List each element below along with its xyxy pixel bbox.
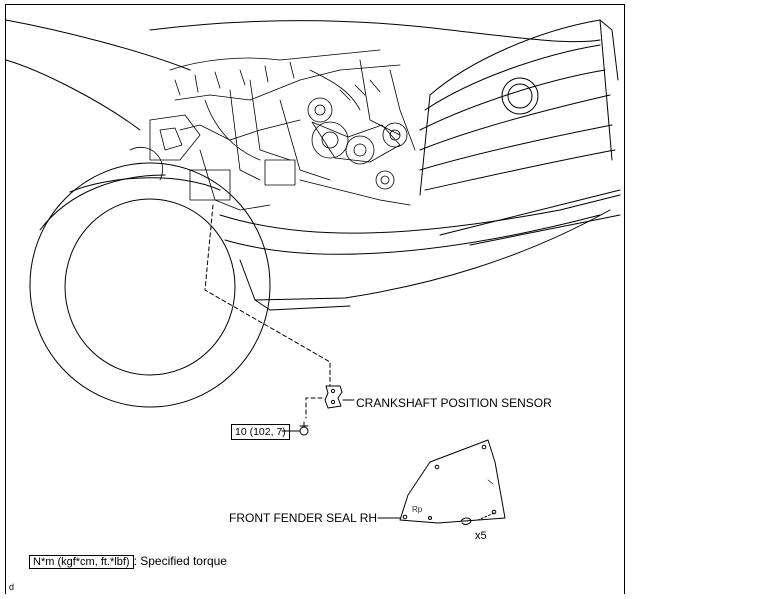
engine-assembly [129,49,416,211]
torque-legend: N*m (kgf*cm, ft.*lbf): Specified torque [29,554,227,569]
figure-frame [5,4,625,594]
front-tyre [29,162,271,408]
clip-count-label: x5 [475,530,487,542]
front-fender-seal-part [377,439,506,525]
front-bumper [219,189,621,311]
front-fender-seal-label: FRONT FENDER SEAL RH [229,511,378,525]
legend-symbol: N*m (kgf*cm, ft.*lbf) [29,555,134,569]
hood-outline [5,19,601,131]
seal-mark-label: Rp [412,505,423,514]
front-grille [419,19,619,196]
sensor-leader [204,204,331,419]
legend-description: : Specified torque [133,554,227,568]
crankshaft-sensor-label: CRANKSHAFT POSITION SENSOR [356,396,552,410]
torque-spec-box: 10 (102, 7) [231,424,290,440]
crankshaft-sensor-part [324,385,355,409]
bolt-part [281,421,309,436]
corner-mark: d [9,582,15,592]
